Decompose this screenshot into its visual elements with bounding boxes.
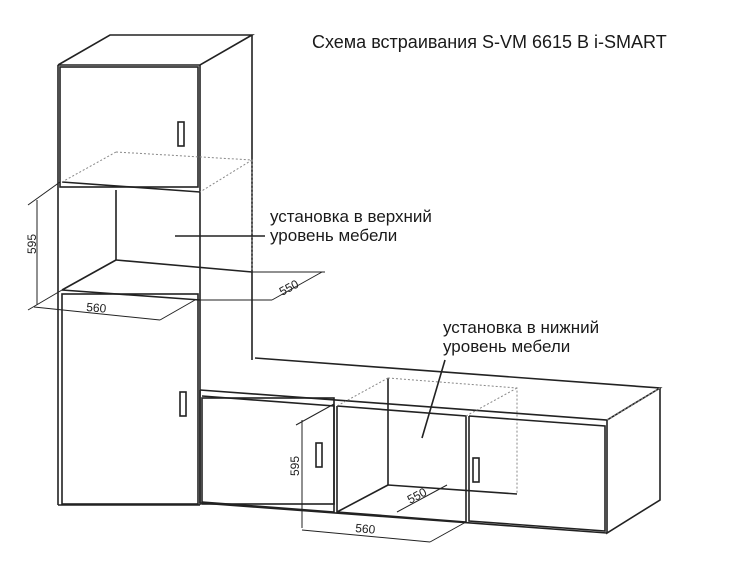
base-right-handle bbox=[472, 457, 480, 483]
upper-install-label: установка в верхний уровень мебели bbox=[270, 207, 432, 245]
lower-leader-line bbox=[421, 359, 446, 439]
lower-install-label: установка в нижний уровень мебели bbox=[443, 318, 599, 356]
base-door-left bbox=[201, 397, 335, 505]
base-cabinets bbox=[199, 357, 663, 543]
upper-install-line2: уровень мебели bbox=[270, 226, 398, 245]
tall-cabinet bbox=[27, 34, 325, 506]
upper-height-dim: 595 bbox=[25, 234, 39, 254]
lower-height-dim: 595 bbox=[288, 456, 302, 476]
upper-door-handle bbox=[177, 121, 185, 147]
upper-width-dim: 560 bbox=[86, 300, 107, 316]
upper-install-line1: установка в верхний bbox=[270, 207, 432, 226]
lower-install-line2: уровень мебели bbox=[443, 337, 571, 356]
diagram-title: Схема встраивания S-VM 6615 B i-SMART bbox=[312, 32, 667, 52]
lower-door bbox=[61, 293, 199, 505]
base-left-handle bbox=[315, 442, 323, 468]
lower-width-dim: 560 bbox=[355, 521, 376, 537]
lower-install-line1: установка в нижний bbox=[443, 318, 600, 337]
lower-door-handle bbox=[179, 391, 187, 417]
